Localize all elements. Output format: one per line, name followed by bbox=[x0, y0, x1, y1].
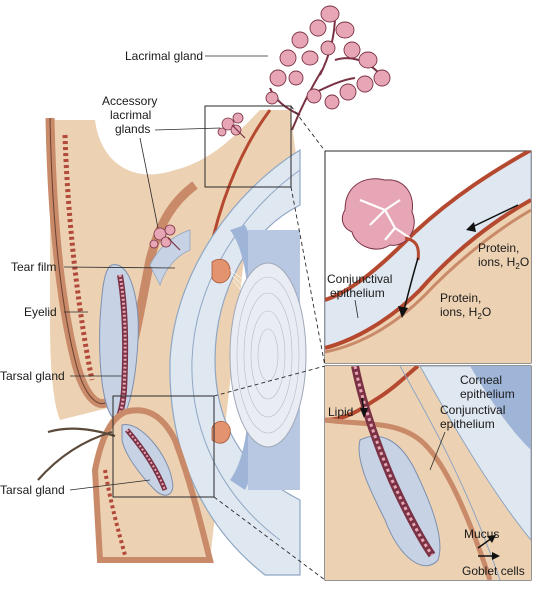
inset-top bbox=[324, 150, 532, 364]
label-protein-b-2: ions, H2O bbox=[440, 305, 491, 321]
label-mucus: Mucus bbox=[464, 527, 499, 541]
label-eyelid: Eyelid bbox=[24, 305, 57, 319]
label-conj-epi-2: epithelium bbox=[330, 286, 385, 300]
lens bbox=[229, 262, 307, 448]
leader-tarsal-lower bbox=[69, 479, 151, 491]
protein-a-sub: 2 bbox=[515, 262, 520, 271]
label-tarsal-gland-lower: Tarsal gland bbox=[0, 483, 65, 497]
label-accessory-2: lacrimal bbox=[110, 108, 151, 122]
label-conj-epi-b-1: Conjunctival bbox=[440, 403, 505, 417]
sclera-band bbox=[169, 148, 301, 576]
leader-conj-epi bbox=[354, 299, 359, 319]
eyelashes bbox=[37, 427, 116, 481]
protein-a-text: ions, H bbox=[478, 255, 515, 269]
label-tarsal-gland-upper: Tarsal gland bbox=[0, 369, 65, 383]
label-corneal-epi-1: Corneal bbox=[460, 373, 502, 387]
label-tear-film: Tear film bbox=[11, 260, 56, 274]
lid-muscle-dashes bbox=[62, 134, 95, 381]
leader-tear-film bbox=[63, 266, 176, 269]
label-protein-b-1: Protein, bbox=[440, 291, 481, 305]
label-lacrimal-gland: Lacrimal gland bbox=[125, 49, 203, 63]
box-connectors bbox=[213, 105, 326, 581]
ciliary-body-upper bbox=[211, 258, 231, 284]
lower-lid-muscle bbox=[103, 469, 127, 556]
label-accessory-1: Accessory bbox=[102, 94, 157, 108]
cornea-inner bbox=[191, 169, 301, 541]
label-protein-a-2: ions, H2O bbox=[478, 255, 529, 271]
lacrimal-gland bbox=[265, 5, 391, 131]
label-accessory-3: glands bbox=[115, 122, 150, 136]
label-conj-epi-1: Conjunctival bbox=[327, 272, 392, 286]
label-conj-epi-b-2: epithelium bbox=[440, 417, 495, 431]
ciliary-body-lower bbox=[211, 420, 231, 444]
protein-b-o: O bbox=[482, 305, 491, 319]
inset-bottom bbox=[324, 365, 532, 581]
leader-accessory-lower bbox=[139, 137, 159, 229]
label-protein-a-1: Protein, bbox=[478, 241, 519, 255]
label-goblet-cells: Goblet cells bbox=[462, 564, 525, 578]
leader-conj-epi-b bbox=[429, 431, 446, 471]
protein-b-sub: 2 bbox=[477, 312, 482, 321]
leader-accessory-upper bbox=[154, 127, 221, 131]
accessory-gland-upper bbox=[217, 112, 246, 139]
lens-rings bbox=[236, 276, 300, 434]
detail-box-upper bbox=[204, 105, 292, 188]
protein-a-o: O bbox=[520, 255, 529, 269]
accessory-gland-lower bbox=[149, 224, 181, 251]
tear-film-band bbox=[149, 229, 191, 287]
label-lipid: Lipid bbox=[328, 405, 353, 419]
label-corneal-epi-2: epithelium bbox=[460, 387, 515, 401]
detail-box-lower bbox=[112, 395, 215, 498]
protein-b-text: ions, H bbox=[440, 305, 477, 319]
